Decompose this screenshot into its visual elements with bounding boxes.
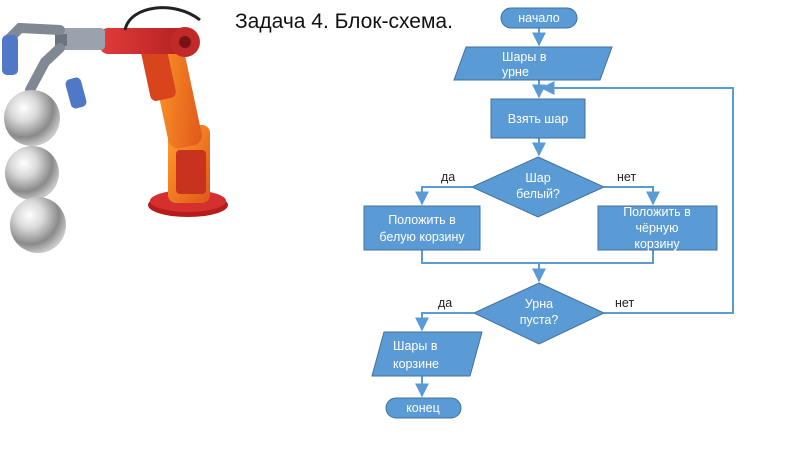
- node-output: Шары в корзине: [371, 331, 483, 377]
- balls: [4, 90, 66, 253]
- node-white-basket: Положить в белую корзину: [363, 205, 481, 251]
- node-end: конец: [385, 397, 462, 419]
- node-start: начало: [500, 7, 578, 29]
- black-line2: чёрную: [636, 221, 679, 235]
- arrow-no1: [604, 186, 660, 206]
- node-decision1: Шар белый?: [470, 156, 606, 218]
- take-label: Взять шар: [508, 112, 569, 126]
- arrow-no2-loop: [540, 81, 734, 314]
- end-label: конец: [406, 401, 440, 415]
- slide-title: Задача 4. Блок-схема.: [235, 10, 453, 33]
- line-white-merge: [421, 250, 654, 264]
- node-take: Взять шар: [490, 98, 586, 139]
- arrow-yes2: [415, 312, 474, 332]
- input-label-line2: урне: [502, 65, 529, 79]
- decision1-no-label: нет: [617, 170, 636, 184]
- decision1-line2: белый?: [516, 187, 560, 201]
- decision2-no-label: нет: [615, 296, 634, 310]
- decision2-yes-label: да: [438, 296, 452, 310]
- node-decision2: Урна пуста?: [472, 282, 606, 345]
- white-line1: Положить в: [388, 213, 456, 227]
- decision1-line1: Шар: [525, 171, 550, 185]
- arrow-yes1: [415, 186, 472, 206]
- robot-body: [100, 6, 210, 203]
- node-input: Шары в урне: [453, 46, 613, 81]
- white-line2: белую корзину: [379, 230, 465, 244]
- output-line2: корзине: [393, 357, 439, 371]
- node-black-basket: Положить в чёрную корзину: [597, 205, 718, 251]
- input-label-line1: Шары в: [502, 50, 547, 64]
- start-label: начало: [518, 11, 559, 25]
- output-line1: Шары в: [393, 339, 438, 353]
- black-line1: Положить в: [623, 205, 691, 219]
- black-line3: корзину: [634, 237, 680, 251]
- decision2-line2: пуста?: [520, 313, 559, 327]
- decision2-line1: Урна: [525, 297, 553, 311]
- robot-gripper: [2, 22, 105, 109]
- robot-arm-illustration: [2, 6, 228, 253]
- decision1-yes-label: да: [441, 170, 455, 184]
- connectors: [415, 28, 734, 398]
